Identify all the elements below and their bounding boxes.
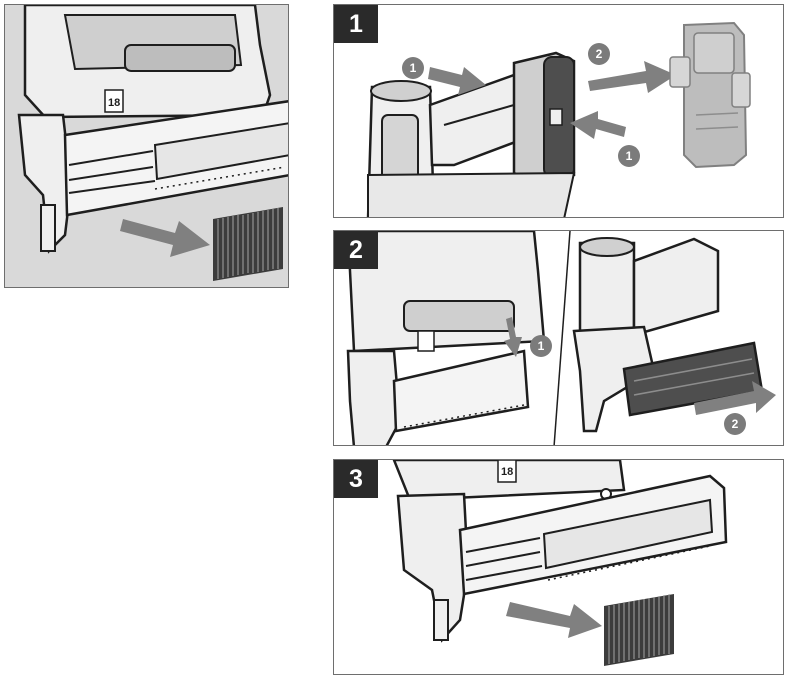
nose-tip (41, 205, 55, 251)
step-3-panel: 3 18 (333, 459, 784, 675)
magazine-left (394, 351, 528, 431)
step-2-panel: 2 1 2 (333, 230, 784, 446)
gauge-label: 18 (108, 97, 120, 109)
tool-base (368, 173, 574, 218)
handle-right (634, 239, 718, 335)
view-divider (554, 231, 570, 446)
step-3-badge: 3 (334, 460, 378, 498)
step-2-badge: 2 (334, 231, 378, 269)
press-arrow-icon (570, 111, 626, 139)
housing-grip-slot-left (404, 301, 514, 331)
nailer-nose-left (348, 351, 400, 446)
step-2-drawing (334, 231, 784, 446)
arrow-right-icon (120, 219, 210, 257)
nose-tip-3 (434, 600, 448, 640)
step-1-badge: 1 (334, 5, 378, 43)
step-3-drawing: 18 (334, 460, 784, 675)
release-button (550, 109, 562, 125)
callout-1b: 1 (618, 145, 640, 167)
overview-nailer-drawing: 18 (5, 5, 289, 288)
overview-illustration-panel: 18 (4, 4, 289, 288)
step-1-drawing (334, 5, 784, 218)
callout-1a: 1 (402, 57, 424, 79)
gauge-label-3: 18 (501, 466, 513, 478)
housing-grip-slot (125, 45, 235, 71)
cylinder-cap-right (580, 238, 634, 256)
nail-strip-icon (604, 594, 674, 666)
callout-2-2: 2 (724, 413, 746, 435)
battery-pack-icon (670, 23, 750, 167)
cylinder-cap (371, 81, 431, 101)
callout-2-1: 1 (530, 335, 552, 357)
arrow-right-icon (506, 602, 602, 638)
nail-strip-icon (213, 207, 283, 281)
gauge-plate-left (418, 331, 434, 351)
arrow-right-icon (588, 61, 676, 93)
callout-2: 2 (588, 43, 610, 65)
step-1-panel: 1 1 2 1 (333, 4, 784, 218)
